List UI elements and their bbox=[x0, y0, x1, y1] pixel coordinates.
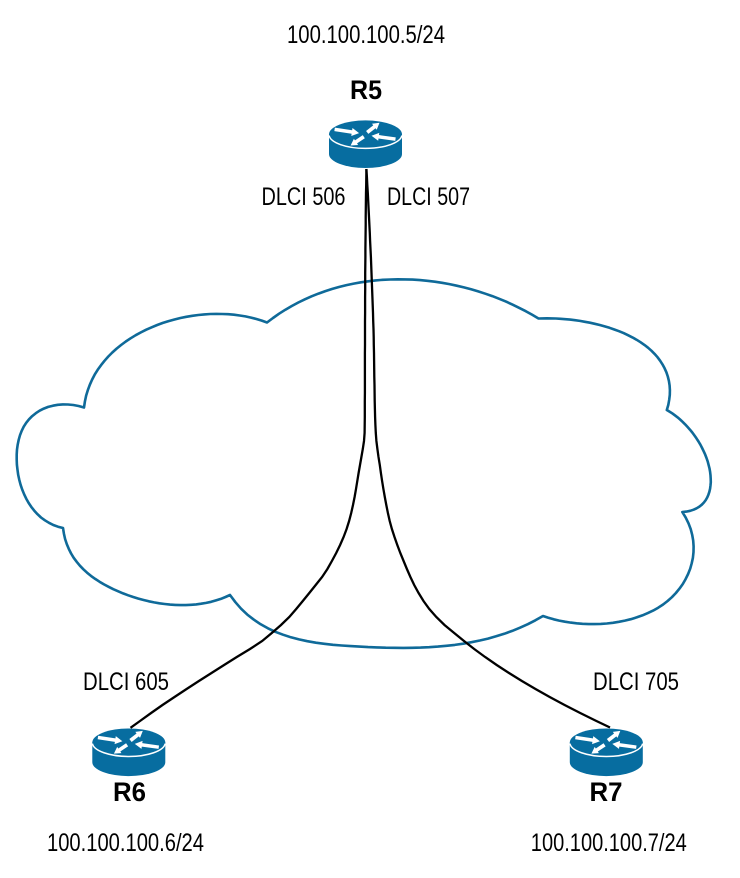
svg-text:100.100.100.7/24: 100.100.100.7/24 bbox=[531, 829, 687, 857]
svg-text:DLCI 705: DLCI 705 bbox=[593, 668, 679, 696]
svg-text:DLCI 507: DLCI 507 bbox=[387, 183, 470, 211]
svg-text:100.100.100.5/24: 100.100.100.5/24 bbox=[287, 21, 445, 49]
svg-text:DLCI 605: DLCI 605 bbox=[83, 668, 169, 696]
svg-text:DLCI 506: DLCI 506 bbox=[262, 183, 346, 211]
svg-text:R5: R5 bbox=[350, 75, 382, 105]
svg-text:100.100.100.6/24: 100.100.100.6/24 bbox=[47, 829, 204, 857]
svg-text:R7: R7 bbox=[590, 777, 623, 807]
svg-text:R6: R6 bbox=[113, 777, 146, 807]
